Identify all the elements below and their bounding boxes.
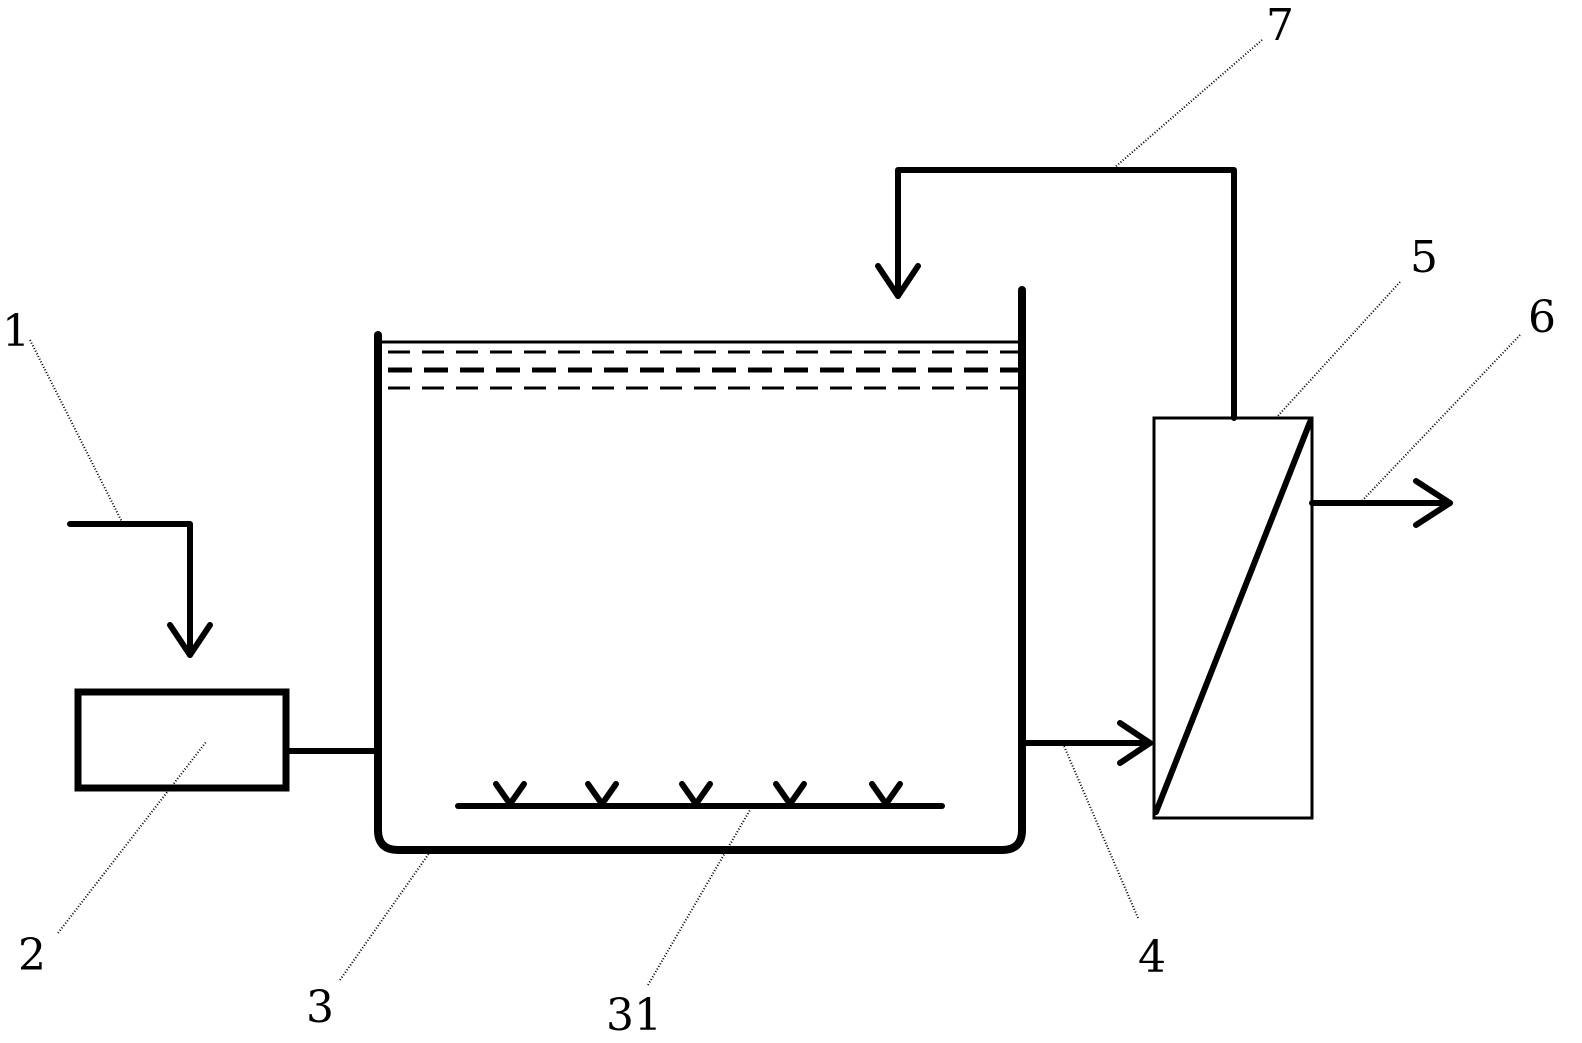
label-1: 1 xyxy=(2,306,30,357)
leader-line-31 xyxy=(647,809,751,986)
label-6: 6 xyxy=(1528,292,1556,343)
label-3: 3 xyxy=(306,982,334,1033)
aerator xyxy=(455,781,945,809)
return-pipe xyxy=(875,167,1237,421)
leader-line-3 xyxy=(339,851,431,981)
label-7: 7 xyxy=(1266,0,1294,51)
permeate-outlet-pipe xyxy=(1309,478,1453,528)
label-2: 2 xyxy=(18,930,46,981)
leader-line-1 xyxy=(29,339,123,523)
membrane-unit xyxy=(1152,416,1314,820)
outlet-pipe xyxy=(1022,720,1153,766)
leader-line-6 xyxy=(1359,334,1521,504)
leader-line-7 xyxy=(1113,39,1263,169)
label-5: 5 xyxy=(1410,232,1438,283)
device-box xyxy=(74,688,290,792)
leader-line-5 xyxy=(1275,281,1401,419)
tank xyxy=(374,286,1026,854)
label-4: 4 xyxy=(1138,932,1166,983)
label-31: 31 xyxy=(606,990,662,1041)
inlet-pipe xyxy=(67,521,213,658)
leader-line-2 xyxy=(57,741,207,934)
leader-line-4 xyxy=(1063,745,1139,919)
